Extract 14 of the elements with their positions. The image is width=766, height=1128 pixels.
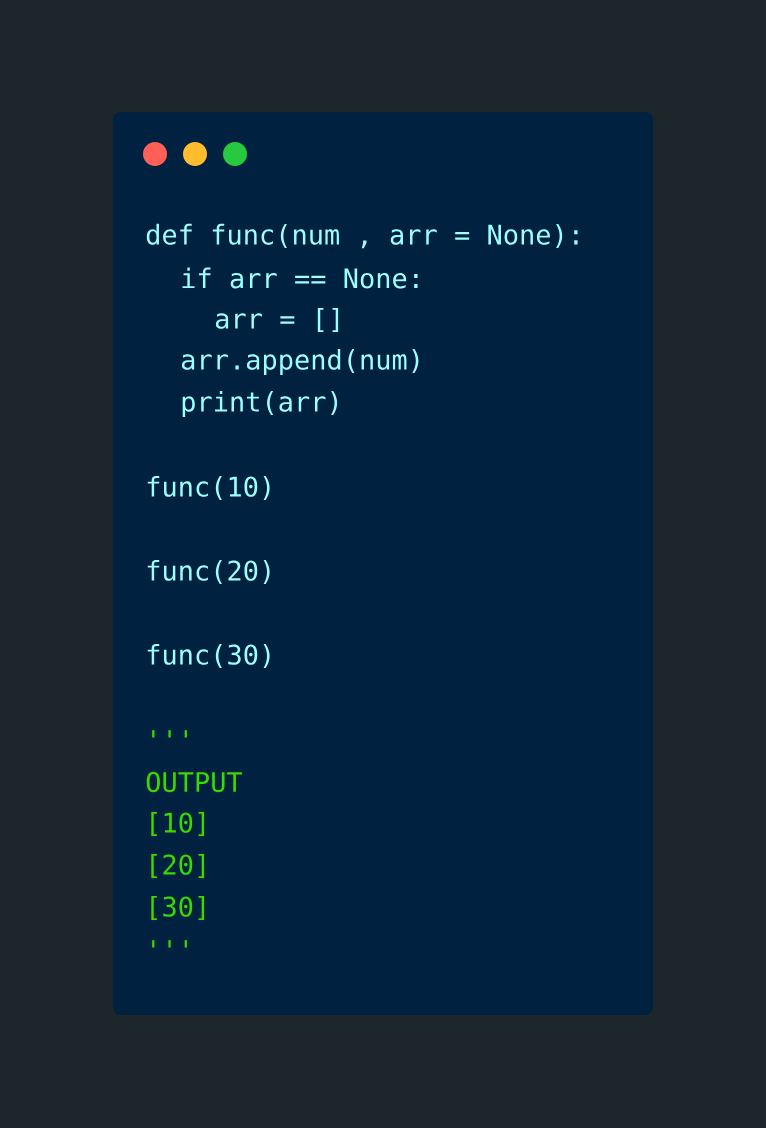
code-line: ''' <box>152 730 187 738</box>
code-line: func(30) <box>147 643 270 669</box>
code-line: [30] <box>151 895 205 921</box>
code-line: [20] <box>151 853 205 879</box>
code-line: if arr == None: <box>182 267 418 289</box>
code-line: arr = [] <box>215 307 339 333</box>
code-line: func(20) <box>147 559 270 585</box>
code-line: [10] <box>151 811 205 837</box>
code-line: ''' <box>152 940 187 948</box>
code-line: OUTPUT <box>146 771 243 793</box>
code-line: def func(num , arr = None): <box>146 223 578 249</box>
code-line: func(10) <box>147 475 270 501</box>
code-line: arr.append(num) <box>181 348 419 376</box>
code-line: print(arr) <box>182 390 338 418</box>
